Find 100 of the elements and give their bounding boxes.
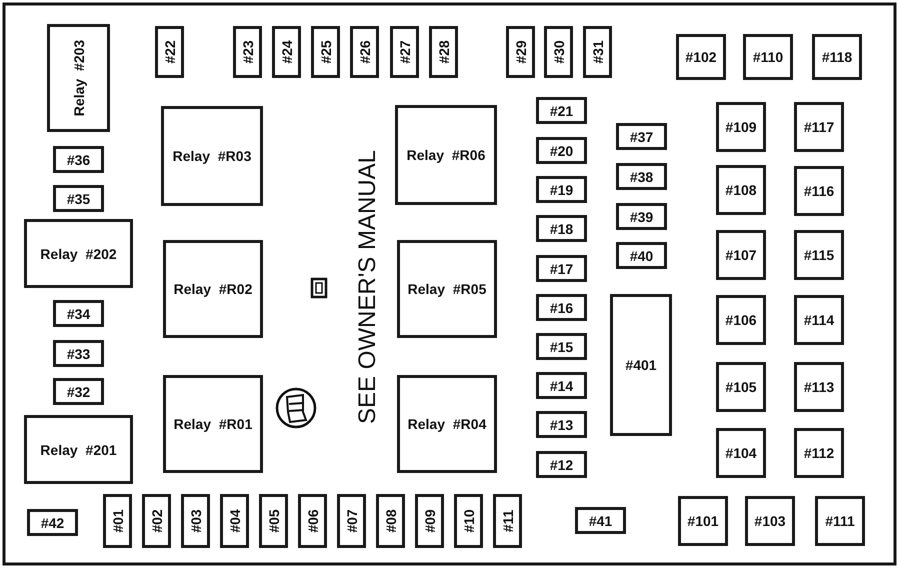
relay-slot [24, 415, 133, 484]
fuse-slot [220, 494, 249, 548]
slot-label: #30 [550, 40, 566, 64]
fuse-slot [506, 26, 535, 78]
slot-label: #34 [66, 306, 90, 322]
slot-label: #35 [66, 190, 90, 206]
fuse-slot [259, 494, 288, 548]
fuse-slot [616, 163, 667, 190]
relay-slot [395, 105, 497, 205]
fuse-slot [794, 102, 844, 152]
fuse-slot [536, 255, 587, 282]
fuse-slot [716, 295, 766, 345]
slot-label: #38 [630, 168, 654, 184]
fuse-slot [53, 185, 104, 212]
fuse-slot [311, 26, 340, 78]
slot-label: #02 [148, 509, 164, 533]
slot-label: #115 [804, 247, 834, 263]
slot-label: Relay #R04 [408, 416, 486, 432]
slot-label: #27 [396, 40, 412, 64]
slot-label: #13 [550, 416, 574, 432]
fuse-slot [616, 242, 667, 269]
fuse-slot [716, 362, 766, 412]
slot-label: #401 [625, 357, 657, 373]
relay-slot [47, 24, 110, 132]
slot-label: #07 [344, 509, 360, 533]
slot-label: #36 [66, 152, 90, 168]
fuse-slot [429, 26, 458, 78]
slot-label: #17 [550, 260, 574, 276]
slot-label: #11 [500, 510, 516, 532]
slot-label: #105 [725, 379, 757, 395]
fuse-slot [376, 494, 405, 548]
slot-label: #110 [752, 49, 784, 65]
fuse-slot [676, 34, 726, 80]
fuse-slot [610, 294, 672, 436]
slot-label: #28 [436, 40, 452, 64]
slot-label: #109 [725, 119, 757, 135]
fuse-slot [53, 300, 104, 327]
fuse-slot [583, 26, 612, 78]
fuse-slot [616, 123, 667, 150]
fuse-slot [493, 494, 522, 548]
slot-label: #15 [550, 338, 574, 354]
slot-label: #03 [188, 509, 204, 533]
fuse-slot [27, 509, 78, 536]
fuse-slot [743, 34, 793, 80]
slot-label: #108 [725, 182, 757, 198]
slot-label: #41 [588, 512, 612, 528]
slot-label: #37 [630, 128, 654, 144]
slot-label: #102 [685, 49, 717, 65]
slot-label: #33 [66, 346, 90, 362]
fuse-slot [272, 26, 301, 78]
fuse-slot [536, 451, 587, 478]
slot-label: #29 [512, 40, 528, 64]
slot-label: Relay #202 [40, 246, 117, 262]
fuse-slot [454, 494, 483, 548]
fuse-slot [575, 507, 626, 534]
note-text: SEE OWNER'S MANUAL [354, 150, 382, 424]
slot-label: #04 [226, 509, 242, 533]
fuse-slot [53, 340, 104, 367]
fuse-slot [103, 494, 132, 548]
fuse-slot [794, 295, 844, 345]
slot-label: #111 [825, 513, 855, 529]
slot-label: #22 [162, 40, 178, 64]
relay-slot [163, 375, 263, 473]
slot-label: #19 [550, 182, 574, 198]
fuse-slot [678, 496, 728, 546]
fuse-slot [536, 411, 587, 438]
slot-label: Relay #R03 [172, 148, 252, 164]
slot-label: #112 [804, 445, 834, 461]
fuse-slot [536, 372, 587, 399]
relay-slot [163, 240, 263, 338]
slot-label: #08 [382, 509, 398, 533]
slot-label: #107 [725, 247, 757, 263]
slot-label: #116 [804, 183, 834, 199]
slot-label: Relay #R01 [174, 416, 252, 432]
slot-label: Relay #203 [70, 40, 86, 116]
fuse-slot [745, 496, 795, 546]
slot-label: #42 [40, 514, 64, 530]
fuse-slot [716, 230, 766, 280]
slot-label: #114 [804, 312, 834, 328]
slot-label: Relay #R05 [408, 281, 486, 297]
slot-label: #10 [460, 509, 476, 533]
fuse-slot [794, 166, 844, 216]
slot-label: #05 [266, 509, 282, 533]
slot-label: #39 [630, 208, 654, 224]
slot-label: #31 [590, 40, 606, 64]
slot-label: #06 [304, 509, 320, 533]
fuse-slot [390, 26, 419, 78]
slot-label: Relay #R06 [406, 147, 486, 163]
fuse-slot [536, 215, 587, 242]
fuse-slot [233, 26, 262, 78]
fuse-slot [415, 494, 444, 548]
slot-label: #106 [725, 312, 757, 328]
fuse-slot [142, 494, 171, 548]
fuse-slot [812, 34, 862, 80]
fuse-slot [616, 203, 667, 230]
slot-label: #101 [687, 513, 719, 529]
fuse-slot [53, 378, 104, 405]
fuse-slot [337, 494, 366, 548]
slot-label: Relay #R02 [174, 281, 252, 297]
slot-label: #09 [422, 509, 438, 533]
